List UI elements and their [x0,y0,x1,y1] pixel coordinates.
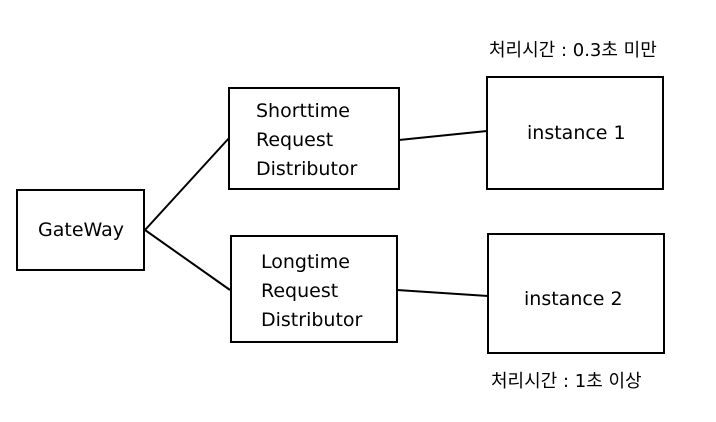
instance-2-note: 처리시간 : 1초 이상 [491,371,642,392]
instance-1-label: instance 1 [527,122,626,144]
shorttime-label-line1: Shorttime [256,100,350,122]
edge-longtime-instance2 [396,289,489,297]
gateway-label: GateWay [38,219,124,241]
longtime-label-line1: Longtime [261,251,350,273]
longtime-distributor-node: Longtime Request Distributor [230,235,398,343]
edge-gateway-longtime [144,229,231,291]
gateway-node: GateWay [16,189,145,271]
instance-1-node: instance 1 [486,76,664,190]
shorttime-label-line3: Distributor [256,158,358,180]
edge-gateway-shorttime [144,136,231,231]
longtime-label-line3: Distributor [261,309,363,331]
edge-shorttime-instance1 [398,130,488,141]
instance-2-node: instance 2 [487,233,665,354]
instance-2-label: instance 2 [524,288,623,310]
longtime-label-line2: Request [261,280,339,302]
instance-1-note: 처리시간 : 0.3초 미만 [489,40,657,61]
shorttime-distributor-node: Shorttime Request Distributor [228,87,400,190]
shorttime-label-line2: Request [256,129,334,151]
